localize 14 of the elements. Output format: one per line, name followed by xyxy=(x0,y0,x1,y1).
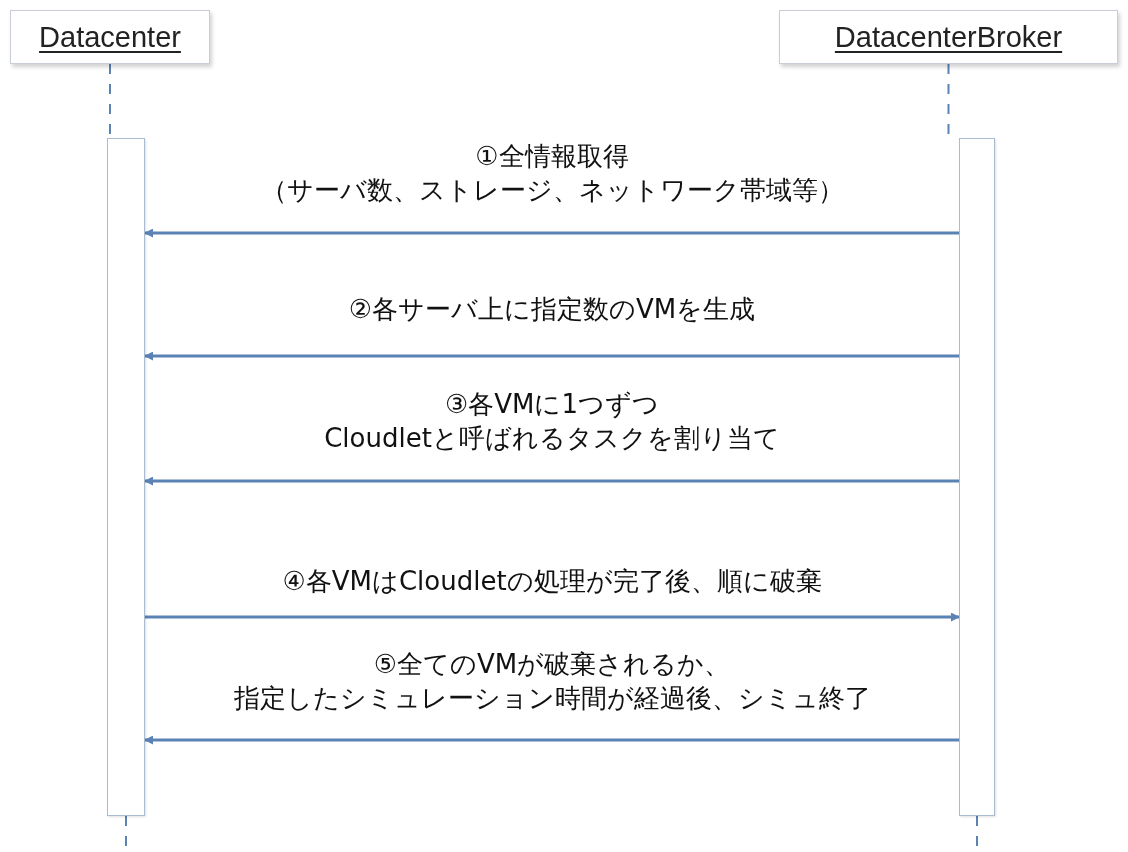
message-arrow xyxy=(144,735,959,745)
activation-bar xyxy=(107,138,145,816)
lifeline-header: DatacenterBroker xyxy=(779,10,1118,64)
message-arrow xyxy=(145,612,960,622)
lifeline-header: Datacenter xyxy=(10,10,210,64)
message-label: ⑤全てのVMが破棄されるか、指定したシミュレーション時間が経過後、シミュ終了 xyxy=(233,648,871,715)
message-arrow xyxy=(144,476,959,486)
message-arrow xyxy=(144,351,959,361)
message-label: ①全情報取得（サーバ数、ストレージ、ネットワーク帯域等） xyxy=(260,140,844,207)
message-arrow xyxy=(144,228,959,238)
message-label: ②各サーバ上に指定数のVMを生成 xyxy=(348,293,756,326)
message-label: ④各VMはCloudletの処理が完了後、順に破棄 xyxy=(282,565,822,598)
activation-bar xyxy=(959,138,995,816)
message-label: ③各VMに1つずつCloudletと呼ばれるタスクを割り当て xyxy=(324,388,780,455)
